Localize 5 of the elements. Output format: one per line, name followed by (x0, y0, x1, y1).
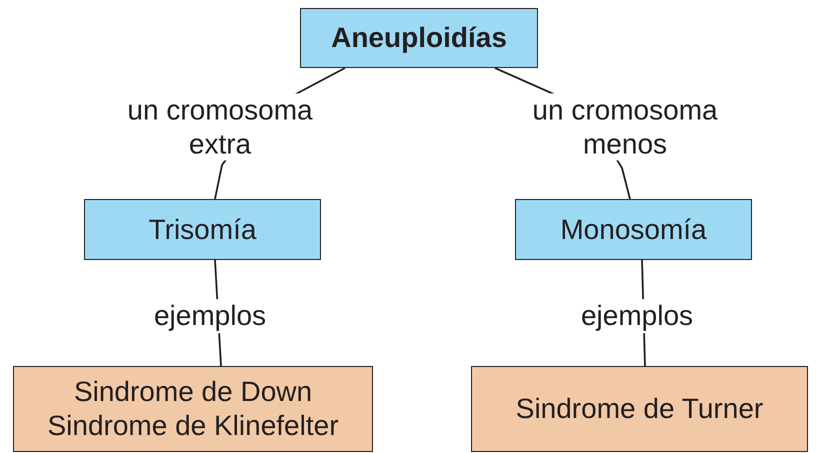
example-box: Sindrome de Down Sindrome de Klinefelter (13, 366, 373, 452)
concept-box: Trisomía (84, 199, 321, 260)
title-box: Aneuploidías (300, 8, 538, 68)
example-box: Sindrome de Turner (471, 366, 808, 452)
concept-box: Monosomía (515, 199, 752, 260)
